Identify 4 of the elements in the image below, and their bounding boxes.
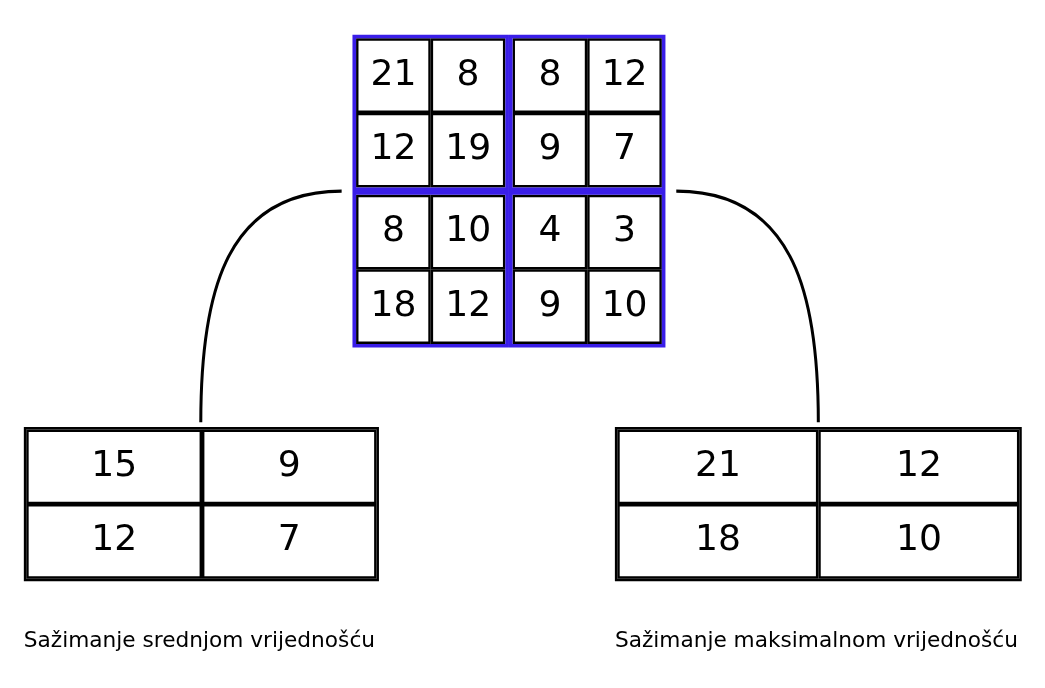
connector xyxy=(676,189,820,423)
node-label: Sažimanje maksimalnom vrijednošću xyxy=(614,626,1018,652)
node-label: Sažimanje srednjom vrijednošću xyxy=(23,626,376,652)
connector xyxy=(199,189,342,423)
